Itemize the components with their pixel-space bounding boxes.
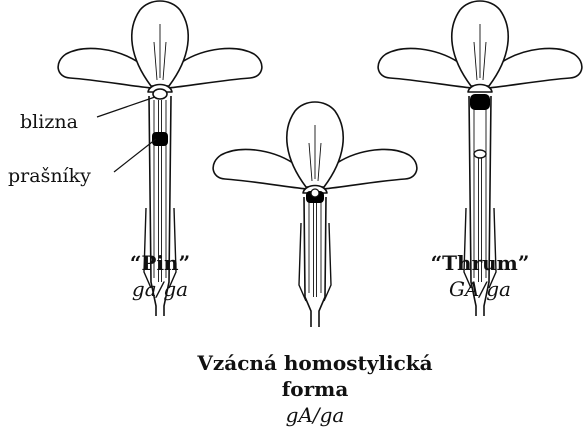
- pin-caption: “Pin” ga/ga: [100, 250, 220, 302]
- pin-name: “Pin”: [100, 250, 220, 276]
- thrum-anthers: [470, 94, 490, 110]
- pin-anthers: [152, 132, 168, 146]
- homostyle-stigma: [311, 189, 319, 197]
- thrum-caption: “Thrum” GA/ga: [410, 250, 550, 302]
- stigma-label: blizna: [20, 111, 78, 133]
- thrum-stigma: [474, 150, 486, 158]
- homostyle-name-line2: forma: [190, 376, 440, 402]
- anthers-label: prašníky: [8, 165, 91, 187]
- homostyle-caption: Vzácná homostylická forma gA/ga: [190, 350, 440, 428]
- homostyle-name-line1: Vzácná homostylická: [190, 350, 440, 376]
- homostyle-flower: [213, 102, 417, 327]
- thrum-genotype: GA/ga: [410, 276, 550, 302]
- stigma-leader-line: [97, 97, 155, 117]
- thrum-name: “Thrum”: [410, 250, 550, 276]
- pin-genotype: ga/ga: [100, 276, 220, 302]
- homostyle-genotype: gA/ga: [190, 402, 440, 428]
